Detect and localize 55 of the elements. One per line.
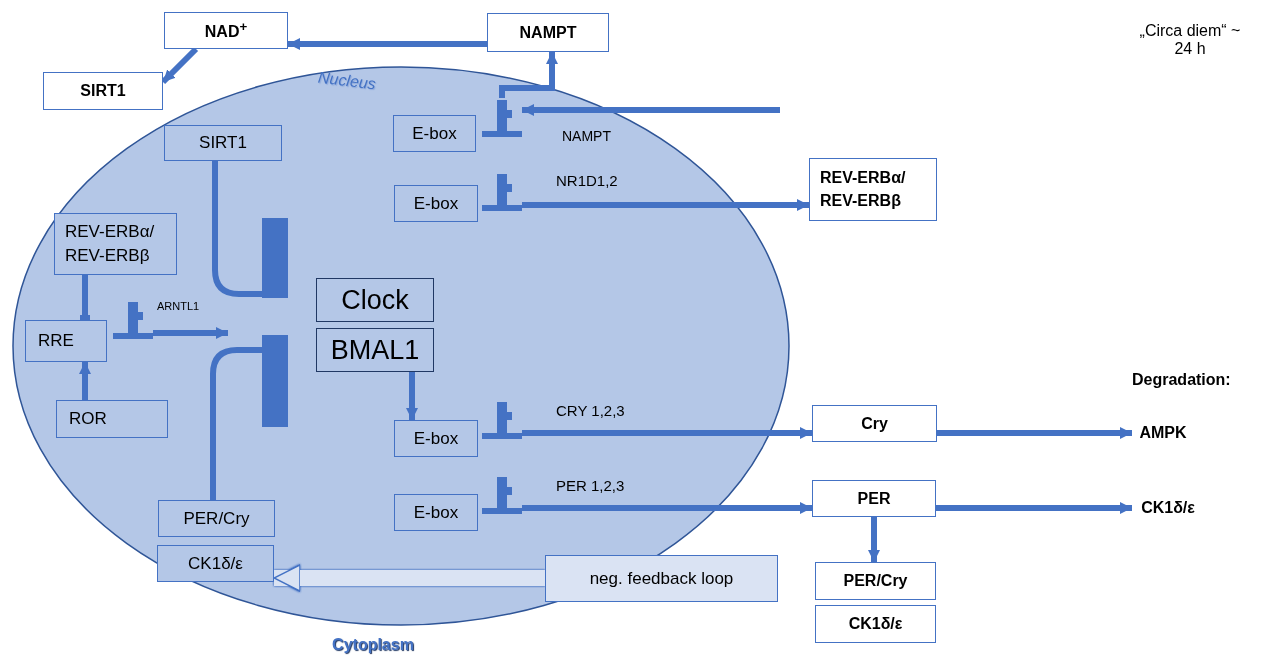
arrow bbox=[160, 46, 199, 85]
process-box: E-box bbox=[394, 420, 478, 457]
gene-label: PER 1,2,3 bbox=[556, 477, 625, 494]
process-box: NAD$^{+}$ bbox=[164, 12, 288, 49]
process-box: REV-ERBα/ REV-ERBβ bbox=[54, 213, 177, 275]
gene-label: NR1D1,2 bbox=[556, 172, 618, 189]
note-text: „Circa diem“ ~ 24 h bbox=[1138, 22, 1242, 58]
process-box: CK1δ/ε bbox=[157, 545, 274, 582]
process-box: SIRT1 bbox=[164, 125, 282, 161]
process-box: E-box bbox=[393, 115, 476, 152]
protein-label: CK1δ/ε bbox=[1132, 496, 1204, 520]
process-box: NAMPT bbox=[487, 13, 609, 52]
arrow bbox=[868, 517, 880, 562]
process-box: PER/Cry bbox=[158, 500, 275, 537]
compartment-label: Cytoplasm bbox=[331, 636, 415, 654]
gene-label: CRY 1,2,3 bbox=[556, 402, 625, 419]
process-box: E-box bbox=[394, 185, 478, 222]
process-box: CK1δ/ε bbox=[815, 605, 936, 643]
arrow bbox=[406, 372, 418, 420]
process-box: REV-ERBα/ REV-ERBβ bbox=[809, 158, 937, 221]
arrow bbox=[522, 104, 780, 116]
gene-promoter-icon bbox=[482, 98, 522, 138]
gene-promoter-icon bbox=[482, 475, 522, 515]
complex-bar bbox=[262, 335, 288, 427]
process-box: SIRT1 bbox=[43, 72, 163, 110]
arrow bbox=[522, 427, 812, 439]
gene-promoter-icon bbox=[482, 400, 522, 440]
protein-label: AMPK bbox=[1132, 421, 1194, 445]
process-box: Cry bbox=[812, 405, 937, 442]
gene-promoter-icon bbox=[482, 172, 522, 212]
arrow bbox=[936, 502, 1132, 514]
note-box: neg. feedback loop bbox=[545, 555, 778, 602]
process-box: BMAL1 bbox=[316, 328, 434, 372]
connector-line bbox=[212, 161, 262, 297]
arrow bbox=[153, 327, 228, 339]
note-text: Degradation: bbox=[1132, 371, 1232, 389]
arrow bbox=[79, 362, 91, 400]
complex-bar bbox=[262, 218, 288, 298]
arrow bbox=[522, 199, 809, 211]
process-box: E-box bbox=[394, 494, 478, 531]
process-box: PER bbox=[812, 480, 936, 517]
arrow bbox=[937, 427, 1132, 439]
compartment-label: Nucleus bbox=[317, 68, 377, 94]
gene-promoter-icon bbox=[113, 300, 153, 340]
process-box: PER/Cry bbox=[815, 562, 936, 600]
arrow bbox=[288, 38, 487, 50]
gene-label: ARNTL1 bbox=[157, 300, 200, 312]
process-box: RRE bbox=[25, 320, 107, 362]
feedback-arrow bbox=[273, 564, 545, 592]
arrow bbox=[499, 52, 558, 98]
connector-line bbox=[210, 347, 262, 500]
process-box: Clock bbox=[316, 278, 434, 322]
gene-label: NAMPT bbox=[562, 128, 611, 144]
arrow bbox=[522, 502, 812, 514]
process-box: ROR bbox=[56, 400, 168, 438]
